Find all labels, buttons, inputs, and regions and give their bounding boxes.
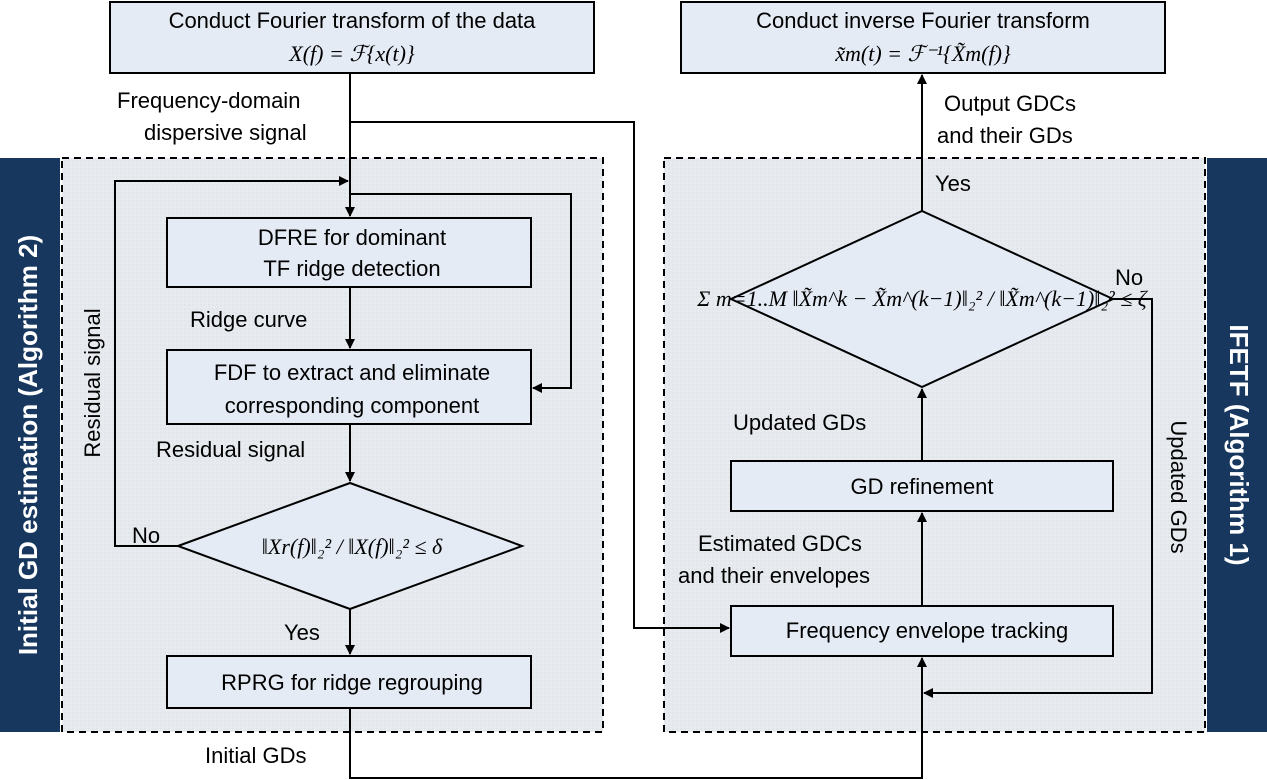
label-ridge-curve: Ridge curve xyxy=(190,307,307,332)
label-yes-left: Yes xyxy=(284,620,320,645)
label-no-left: No xyxy=(132,523,160,548)
dfre-box: DFRE for dominant TF ridge detection xyxy=(166,217,532,288)
right-decision-diamond: Σ m=1..M ‖X̃m^k − X̃m^(k−1)‖₂² / ‖X̃m^(k… xyxy=(696,209,1149,389)
label-initial-gds: Initial GDs xyxy=(205,743,306,768)
label-yes-right: Yes xyxy=(935,171,971,196)
freq-env-tracking-box: Frequency envelope tracking xyxy=(730,605,1114,657)
inverse-fourier-title: Conduct inverse Fourier transform xyxy=(756,8,1090,33)
label-updated-gds-v: Updated GDs xyxy=(1166,420,1191,553)
left-decision-diamond: ‖Xr(f)‖₂² / ‖X(f)‖₂² ≤ δ xyxy=(175,481,525,611)
arrow-residual-loop xyxy=(114,176,349,547)
fdf-box: FDF to extract and eliminate correspondi… xyxy=(166,349,532,425)
gd-refinement-label: GD refinement xyxy=(850,474,993,499)
rprg-label: RPRG for ridge regrouping xyxy=(221,670,483,695)
inverse-fourier-formula: x̃m(t) = ℱ⁻¹{X̃m(f)} xyxy=(834,41,1011,66)
fourier-transform-box: Conduct Fourier transform of the data X(… xyxy=(109,1,595,74)
label-freq-domain-1: Frequency-domain xyxy=(117,88,300,113)
arrow-bypass-to-fdf xyxy=(350,193,572,393)
right-side-bar-title: IFETF (Algorithm 1) xyxy=(1224,324,1254,565)
right-condition-formula: Σ m=1..M ‖X̃m^k − X̃m^(k−1)‖₂² / ‖X̃m^(k… xyxy=(696,286,1148,311)
label-output-1: Output GDCs xyxy=(944,91,1076,116)
inverse-fourier-box: Conduct inverse Fourier transform x̃m(t)… xyxy=(680,1,1166,74)
dfre-line1: DFRE for dominant xyxy=(258,225,446,250)
freq-env-tracking-label: Frequency envelope tracking xyxy=(786,618,1069,643)
line-freq-domain-branch xyxy=(350,121,730,633)
label-residual-signal-v: Residual signal xyxy=(80,308,105,457)
left-side-bar xyxy=(0,158,60,732)
fourier-transform-formula: X(f) = ℱ{x(t)} xyxy=(288,41,415,66)
dfre-line2: TF ridge detection xyxy=(263,256,440,281)
label-updated-gds-h: Updated GDs xyxy=(733,410,866,435)
label-no-right: No xyxy=(1115,265,1143,290)
arrow-initial-gds xyxy=(349,657,927,779)
label-estimated-1: Estimated GDCs xyxy=(698,531,862,556)
label-estimated-2: and their envelopes xyxy=(678,563,870,588)
right-side-bar xyxy=(1207,158,1267,732)
left-side-bar-title: Initial GD estimation (Algorithm 2) xyxy=(13,235,43,655)
arrow-no-updated-loop xyxy=(923,298,1153,698)
label-output-2: and their GDs xyxy=(937,123,1073,148)
fourier-transform-title: Conduct Fourier transform of the data xyxy=(169,8,537,33)
fdf-line1: FDF to extract and eliminate xyxy=(214,360,490,385)
label-residual-signal-h: Residual signal xyxy=(156,437,305,462)
fdf-line2: corresponding component xyxy=(225,393,479,418)
label-freq-domain-2: dispersive signal xyxy=(144,120,307,145)
left-condition-formula: ‖Xr(f)‖₂² / ‖X(f)‖₂² ≤ δ xyxy=(262,534,443,559)
rprg-box: RPRG for ridge regrouping xyxy=(166,655,532,709)
gd-refinement-box: GD refinement xyxy=(730,460,1114,512)
